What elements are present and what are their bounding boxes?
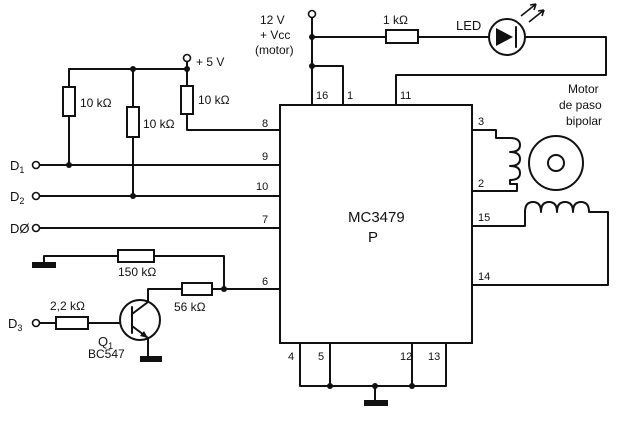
pin-15-label: 15 [478, 212, 490, 224]
transistor-emitter-arrow-icon [140, 331, 148, 338]
plus5v-terminal [182, 53, 192, 63]
coil-a-winding [509, 137, 521, 185]
input-d1-label: D1 [10, 158, 24, 175]
pullup-d2-label: 10 kΩ [143, 117, 175, 131]
supply-motor-note: (motor) [255, 43, 294, 57]
vcc-motor-terminal [307, 9, 317, 19]
vcc-to-pin1-wire [311, 65, 344, 106]
pin-3-label: 3 [478, 116, 484, 128]
resistor-base-label: 2,2 kΩ [50, 299, 85, 313]
led-resistor [385, 29, 419, 44]
transistor-q1-body [119, 299, 161, 341]
pin-14-label: 14 [478, 271, 490, 283]
r56k-wire [147, 288, 225, 303]
led-emission-arrow-1 [520, 3, 537, 17]
transistor-model: BC547 [88, 347, 125, 361]
pin-13-label: 13 [428, 351, 440, 363]
pin-7-label: 7 [262, 214, 268, 226]
resistor-150k-label: 150 kΩ [118, 265, 156, 279]
pullup-pin8-resistor [180, 85, 194, 115]
led-label: LED [456, 18, 481, 33]
chip-suffix: P [368, 229, 378, 246]
led-to-pin11-wire [395, 36, 607, 106]
led-diode-icon [496, 28, 513, 46]
input-d2-terminal [31, 191, 41, 201]
supply-vcc-label: + Vcc [260, 28, 290, 42]
input-d3-terminal [31, 318, 41, 328]
input-d0-label: DØ [10, 221, 30, 236]
coil-a-wire [471, 129, 518, 192]
input-d3-label: D3 [8, 316, 22, 333]
ground-left-icon [32, 262, 56, 268]
bottom-junction-mid [372, 383, 378, 389]
plus5v-bus-wire [68, 61, 188, 70]
pin-8-label: 8 [262, 118, 268, 130]
mc3479-chip-body [279, 104, 473, 344]
input-d2-label: D2 [10, 189, 24, 206]
resistor-56k-label: 56 kΩ [174, 300, 206, 314]
pullup-d2-resistor [126, 106, 140, 138]
resistor-56k [181, 282, 213, 296]
input-d1-junction [66, 162, 72, 168]
pin-5-label: 5 [318, 351, 324, 363]
pin-12-label: 12 [400, 351, 412, 363]
plus5v-label: + 5 V [196, 55, 224, 69]
input-d1-terminal [31, 160, 41, 170]
motor-label-line3: bipolar [566, 114, 602, 128]
motor-rotor-inner [547, 154, 565, 172]
led-resistor-label: 1 kΩ [383, 13, 408, 27]
transistor-label: Q1 [98, 334, 113, 351]
pin-6-label: 6 [262, 276, 268, 288]
bottom-junction-5 [327, 383, 333, 389]
motor-label-line1: Motor [568, 82, 599, 96]
resistor-base [55, 316, 89, 330]
bottom-junction-12 [409, 383, 415, 389]
pin-2-label: 2 [478, 178, 484, 190]
supply-12v-label: 12 V [260, 13, 285, 27]
pin-10-label: 10 [256, 181, 268, 193]
r150k-wire [43, 255, 225, 290]
pullup-pin8-label: 10 kΩ [198, 93, 230, 107]
resistor-150k [117, 249, 155, 263]
motor-label-line2: de paso [559, 98, 602, 112]
led-emission-arrow-2 [528, 9, 545, 23]
input-d2-junction [130, 193, 136, 199]
transistor-collector [131, 301, 149, 315]
chip-name: MC3479 [348, 209, 405, 226]
pin-9-label: 9 [262, 151, 268, 163]
ground-transistor-icon [140, 356, 162, 362]
coil-b-winding [524, 201, 590, 213]
ground-bottom-icon [364, 400, 388, 406]
pullup-pin8-wire [186, 68, 281, 131]
coil-b-wire [471, 211, 609, 286]
pin-1-label: 1 [347, 90, 353, 102]
pin-16-label: 16 [316, 90, 328, 102]
pin-11-label: 11 [400, 90, 411, 102]
input-d0-terminal [31, 223, 41, 233]
pin-4-label: 4 [288, 351, 294, 363]
pullup-d1-label: 10 kΩ [80, 96, 112, 110]
pullup-d1-resistor [62, 86, 76, 117]
